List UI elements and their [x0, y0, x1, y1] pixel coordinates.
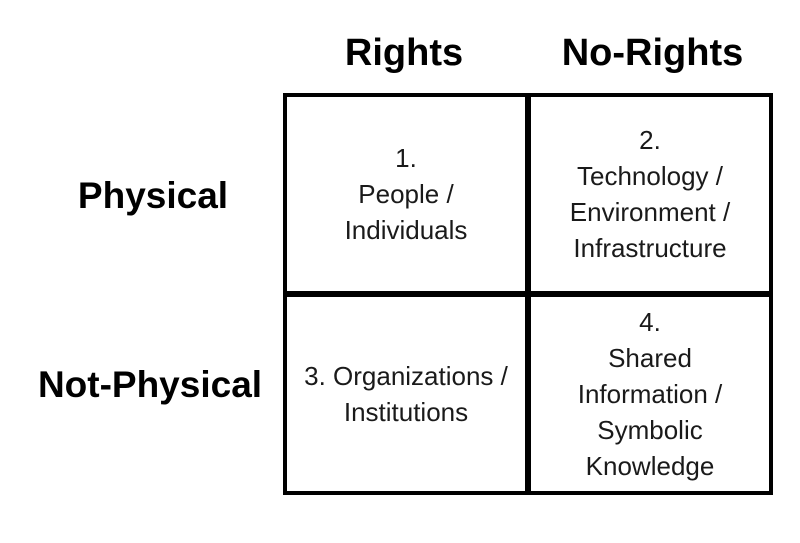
column-header-rights: Rights — [344, 32, 464, 74]
quadrant-4-line: Symbolic — [597, 415, 703, 445]
quadrant-1-number: 1. — [395, 143, 417, 173]
column-header-no-rights: No-Rights — [561, 32, 744, 74]
quadrant-1-cell: 1. People / Individuals — [287, 97, 528, 294]
row-header-not-physical: Not-Physical — [37, 364, 263, 405]
quadrant-2-line: Environment / — [569, 197, 731, 227]
matrix-grid: 1. People / Individuals 2. Technology / … — [283, 93, 773, 495]
quadrant-4-number: 4. — [639, 307, 661, 337]
quadrant-4-line: Shared — [608, 343, 692, 373]
quadrant-1-line: Individuals — [344, 215, 468, 245]
quadrant-4-line: Information / — [577, 379, 723, 409]
quadrant-2-line: Technology / — [577, 161, 723, 191]
quadrant-2-number: 2. — [639, 125, 661, 155]
quadrant-4-cell: 4. Shared Information / Symbolic Knowled… — [528, 294, 769, 491]
row-header-physical: Physical — [77, 175, 229, 216]
quadrant-4-line: Knowledge — [585, 451, 715, 481]
quadrant-3-line: 3. Organizations / — [304, 361, 508, 391]
quadrant-3-cell: 3. Organizations / Institutions — [287, 294, 528, 491]
quadrant-2-cell: 2. Technology / Environment / Infrastruc… — [528, 97, 769, 294]
quadrant-2-line: Infrastructure — [573, 233, 727, 263]
quadrant-1-line: People / — [358, 179, 454, 209]
quadrant-3-line: Institutions — [343, 397, 469, 427]
